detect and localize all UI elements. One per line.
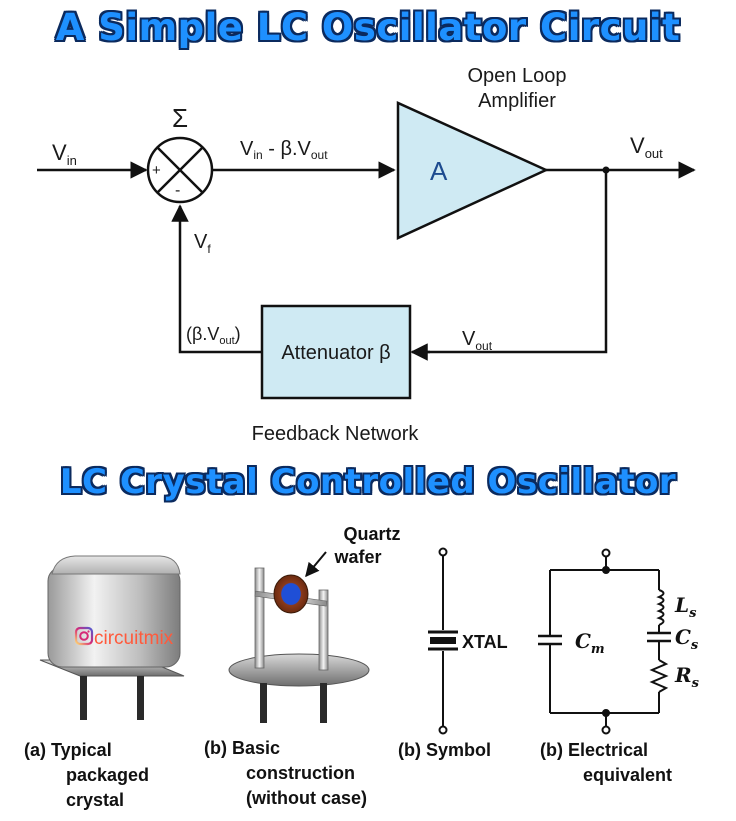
quartz-wafer [273, 574, 309, 614]
caption-a-line2: packaged [66, 765, 149, 785]
caption-symbol: (b) Symbol [398, 740, 491, 760]
rod-right [318, 589, 329, 671]
resistor-zigzag [649, 659, 669, 693]
amp-title-line1: Open Loop [468, 65, 567, 87]
feedback-network-label: Feedback Network [252, 423, 420, 445]
quartz-label-line2: wafer [333, 547, 381, 567]
caption-b-line2: construction [246, 763, 355, 783]
cm-label: Cm [575, 629, 605, 657]
ls-label: Ls [674, 593, 697, 621]
sigma-label: Σ [172, 103, 188, 133]
equivalent-circuit [538, 548, 671, 735]
caption-construction: (b) Basic construction (without case) [204, 738, 367, 808]
quartz-pointer [305, 551, 327, 578]
sub-title: LC Crystal Controlled Oscillator [59, 462, 677, 502]
xtal-label: XTAL [462, 632, 508, 652]
minus-sign: - [175, 182, 180, 199]
rod-left [254, 567, 265, 669]
error-signal-label: Vin - β.Vout [240, 138, 328, 162]
block-diagram [37, 101, 696, 400]
instagram-icon [74, 626, 94, 646]
caption-c-line1: (b) Symbol [398, 740, 491, 760]
crystal-construction [228, 551, 370, 723]
construction-base [228, 653, 370, 687]
vout-label: Vout [630, 133, 663, 161]
rs-label: Rs [674, 663, 700, 691]
feedback-signal-label: (β.Vout) [186, 324, 241, 347]
caption-packaged: (a) Typical packaged crystal [24, 740, 149, 810]
packaged-crystal [39, 555, 185, 720]
caption-d-line2: equivalent [583, 765, 672, 785]
feedback-wire-out [416, 170, 608, 354]
inductor-coil [656, 589, 665, 626]
vf-label: Vf [194, 231, 211, 256]
plus-sign: + [152, 162, 161, 179]
quartz-label-line1: Quartz [343, 524, 400, 544]
lead-right [137, 676, 144, 720]
watermark: circuitmix [74, 626, 174, 649]
summing-cross-b [156, 146, 204, 194]
crystal-symbol [428, 547, 458, 735]
cs-label: Cs [675, 625, 699, 653]
caption-d-line1: (b) Electrical [540, 740, 648, 760]
caption-equivalent: (b) Electrical equivalent [540, 740, 672, 785]
caption-a-line3: crystal [66, 790, 124, 810]
caption-a-line1: (a) Typical [24, 740, 112, 760]
caption-b-line3: (without case) [246, 788, 367, 808]
lead-left [80, 676, 87, 720]
construction-lead-right [320, 683, 327, 723]
main-title: A Simple LC Oscillator Circuit [55, 6, 681, 49]
amp-title-line2: Amplifier [478, 90, 556, 112]
feedback-wire-return [171, 204, 262, 354]
construction-lead-left [260, 683, 267, 723]
amplifier-triangle [396, 101, 550, 240]
watermark-text: circuitmix [94, 628, 174, 649]
caption-b-line1: (b) Basic [204, 738, 280, 758]
amp-symbol: A [430, 156, 448, 186]
vin-label: Vin [52, 140, 77, 168]
attenuator-label: Attenuator β [281, 342, 390, 364]
vout-return-label: Vout [462, 328, 493, 353]
